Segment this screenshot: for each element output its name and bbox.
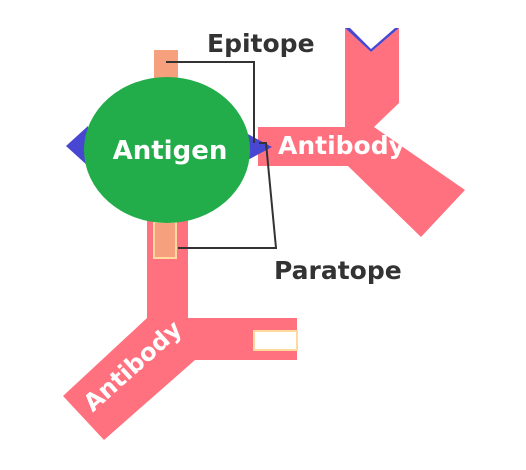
paratope-label: Paratope xyxy=(274,256,402,285)
antibody-right-paratope-site xyxy=(244,132,272,162)
antibody-bottom-notch xyxy=(253,330,298,351)
epitope-left-site xyxy=(66,126,88,166)
antibody-right xyxy=(244,28,465,237)
antibody-right-label: Antibody xyxy=(278,131,405,160)
pointer-lines xyxy=(166,61,278,249)
antigen-label: Antigen xyxy=(113,136,228,166)
antigen-circle xyxy=(84,77,250,223)
paratope-pointer-line xyxy=(178,142,278,249)
epitope-pointer-line xyxy=(166,61,255,143)
epitope-label: Epitope xyxy=(207,29,315,58)
antibody-bottom-body xyxy=(63,205,297,440)
antibody-right-body xyxy=(258,28,465,237)
antibody-right-binding-tip xyxy=(345,28,399,52)
antibody-bottom-paratope xyxy=(153,221,177,259)
